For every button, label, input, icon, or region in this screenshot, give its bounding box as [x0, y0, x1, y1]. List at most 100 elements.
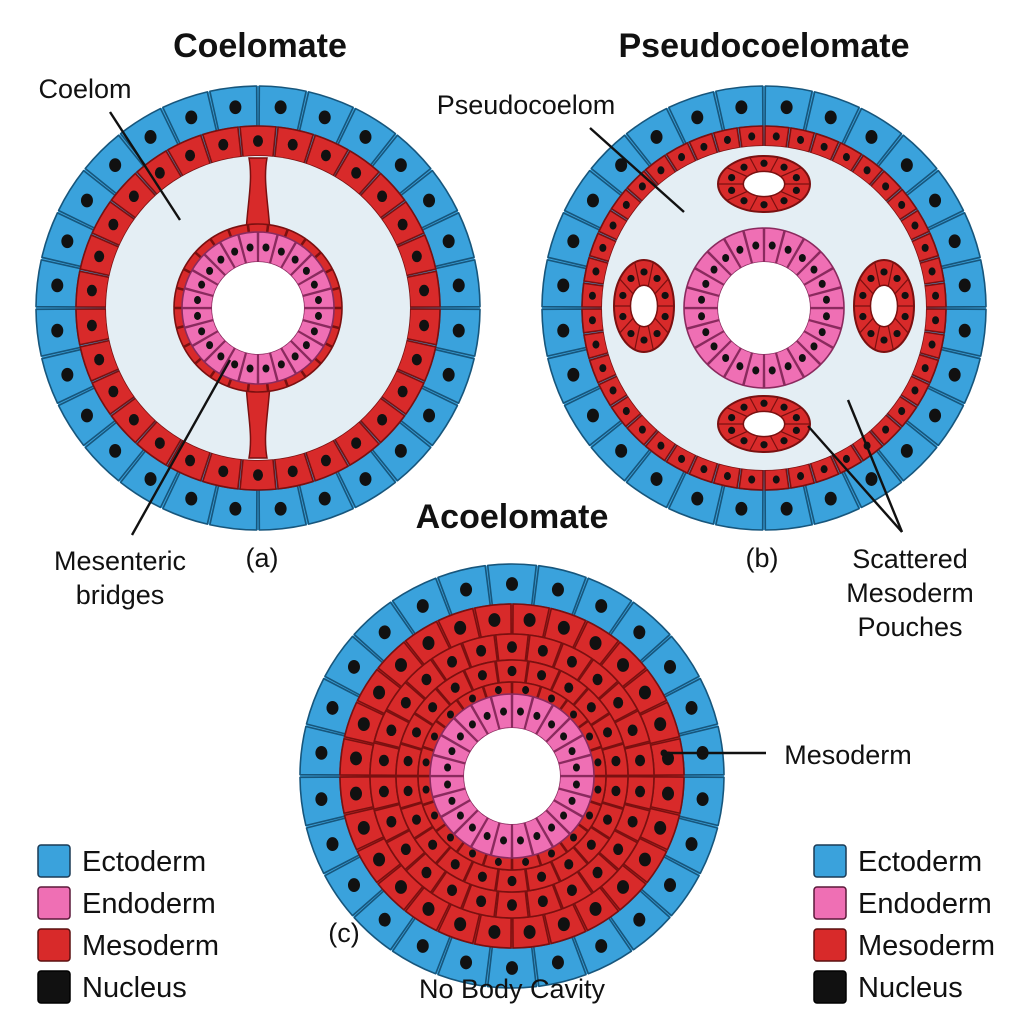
- nucleus: [397, 385, 408, 398]
- nucleus: [560, 732, 568, 741]
- nucleus: [246, 243, 254, 252]
- nucleus: [349, 786, 362, 801]
- nucleus: [548, 823, 556, 832]
- nucleus: [592, 340, 600, 349]
- nucleus: [447, 884, 458, 896]
- nucleus: [548, 694, 555, 703]
- nucleus: [691, 110, 704, 125]
- nucleus: [792, 413, 800, 422]
- pseudocoelomate-tag: (b): [746, 543, 779, 573]
- nucleus: [128, 413, 139, 426]
- nucleus: [570, 710, 578, 719]
- nucleus: [900, 443, 913, 458]
- nucleus: [423, 193, 436, 208]
- nucleus: [253, 135, 263, 147]
- nucleus: [262, 243, 270, 252]
- nucleus: [218, 465, 229, 478]
- nucleus: [394, 880, 407, 894]
- nucleus: [185, 110, 198, 125]
- nucleus: [403, 755, 413, 767]
- nucleus: [929, 193, 942, 208]
- nucleus: [958, 323, 971, 338]
- mesoderm-ring-1: [339, 603, 685, 949]
- nucleus: [698, 295, 706, 304]
- nucleus: [661, 312, 669, 321]
- legend-right-label-mesoderm: Mesoderm: [858, 930, 995, 962]
- nucleus: [444, 780, 452, 789]
- nucleus: [386, 724, 397, 737]
- nucleus: [710, 342, 718, 351]
- nucleus: [477, 871, 487, 882]
- nucleus: [592, 267, 600, 276]
- nucleus: [599, 364, 607, 373]
- coelom-leader-line: [108, 111, 182, 221]
- nucleus: [566, 884, 577, 896]
- nucleus: [780, 437, 788, 445]
- nucleus: [246, 364, 254, 373]
- nucleus: [818, 279, 826, 288]
- mesoderm-pouch-right: [853, 259, 915, 353]
- nucleus: [780, 403, 788, 411]
- nucleus: [468, 720, 476, 729]
- nucleus: [752, 241, 760, 250]
- nucleus: [557, 323, 570, 338]
- nucleus: [586, 408, 599, 423]
- nucleus: [619, 312, 627, 321]
- nucleus: [452, 278, 465, 293]
- pouches-leader-line-2: [807, 425, 903, 533]
- nucleus: [865, 472, 878, 486]
- nucleus: [557, 278, 570, 293]
- nucleus: [911, 221, 919, 230]
- nucleus: [599, 243, 607, 252]
- nucleus: [958, 278, 971, 293]
- nucleus: [564, 859, 574, 870]
- nucleus: [932, 316, 940, 325]
- nucleus: [483, 832, 491, 841]
- nucleus: [460, 582, 473, 597]
- nucleus: [551, 582, 564, 597]
- nucleus: [456, 811, 464, 820]
- nucleus: [386, 815, 397, 828]
- nucleus: [373, 852, 386, 867]
- bridges-leader-line: [130, 359, 232, 536]
- nucleus: [588, 291, 596, 300]
- nucleus: [740, 437, 748, 445]
- pouch-cell-wall: [749, 195, 759, 211]
- nucleus: [476, 895, 487, 907]
- nucleus: [318, 491, 331, 506]
- gut-lumen: [464, 728, 560, 824]
- nucleus: [229, 501, 242, 516]
- nucleus: [948, 367, 961, 382]
- nucleus: [488, 613, 501, 627]
- nucleus: [735, 501, 748, 516]
- nucleus: [650, 130, 663, 144]
- nucleus: [500, 836, 508, 845]
- gut-lumen: [718, 262, 810, 354]
- nucleus: [291, 255, 299, 264]
- nucleus: [635, 785, 646, 798]
- nucleus: [253, 469, 263, 481]
- pouch-lumen: [742, 410, 786, 438]
- nucleus: [446, 710, 454, 719]
- nucleus: [217, 255, 225, 264]
- nucleus: [611, 785, 621, 797]
- nucleus: [768, 241, 776, 250]
- nucleus: [921, 243, 929, 252]
- pouch-cell-wall: [894, 317, 909, 334]
- nucleus: [560, 811, 568, 820]
- nucleus: [277, 247, 285, 256]
- nucleus: [447, 656, 458, 668]
- nucleus: [61, 234, 74, 249]
- nucleus: [500, 707, 508, 716]
- legend-left-swatch-nucleus: [37, 970, 71, 1004]
- nucleus: [533, 711, 541, 720]
- nucleus: [537, 645, 548, 657]
- pouch-cell-wall: [769, 195, 779, 211]
- nucleus: [326, 701, 339, 715]
- nucleus: [411, 353, 422, 366]
- nucleus: [537, 895, 548, 907]
- pouch-cell-wall: [859, 317, 874, 334]
- nucleus: [277, 360, 285, 369]
- nucleus: [700, 142, 708, 151]
- nucleus: [901, 291, 909, 300]
